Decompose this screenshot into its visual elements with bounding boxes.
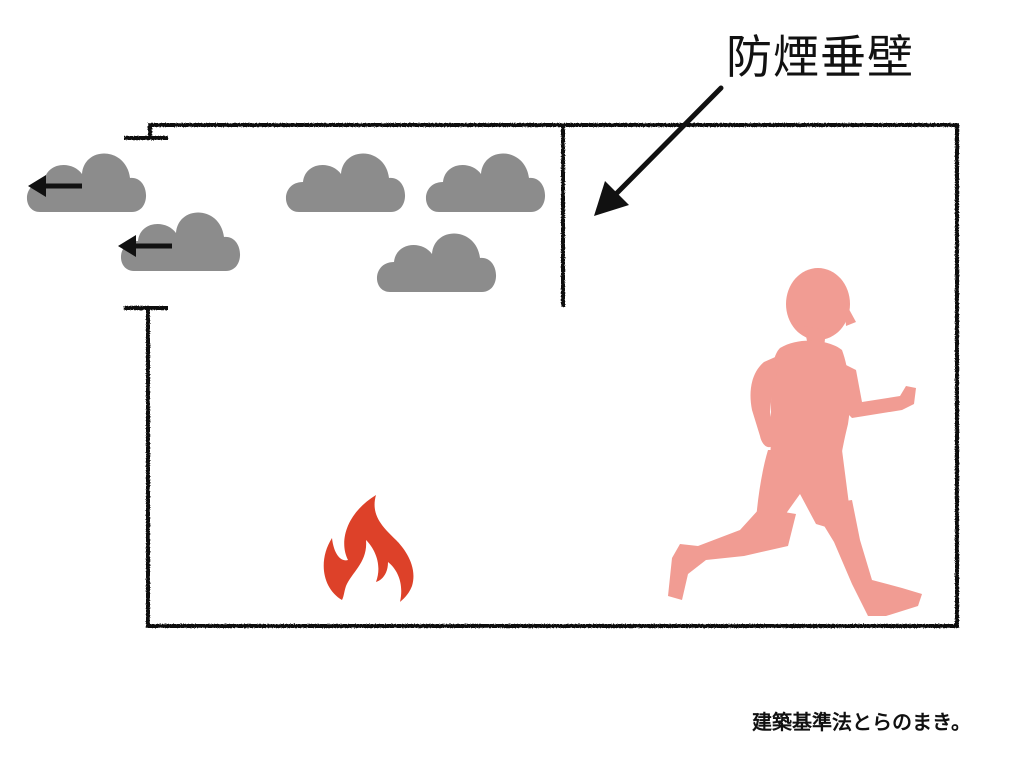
- left-arrow-icon: [28, 175, 82, 197]
- running-person-icon: [668, 268, 922, 616]
- left-arrow-icon: [118, 235, 172, 257]
- smoke-curtain-label: 防煙垂壁: [726, 30, 914, 84]
- diagonal-arrow-icon: [594, 85, 724, 216]
- smoke-cloud-icon: [120, 212, 241, 271]
- room-outline: [124, 123, 959, 628]
- room-wall: [146, 123, 959, 628]
- smoke-clouds: [26, 153, 546, 292]
- flame-icon: [323, 495, 414, 602]
- smoke-cloud-icon: [376, 233, 497, 292]
- smoke-flow-arrows: [28, 175, 172, 257]
- footer-credit: 建築基準法とらのまき。: [752, 710, 971, 734]
- smoke-cloud-icon: [285, 153, 406, 212]
- smoke-cloud-icon: [425, 153, 546, 212]
